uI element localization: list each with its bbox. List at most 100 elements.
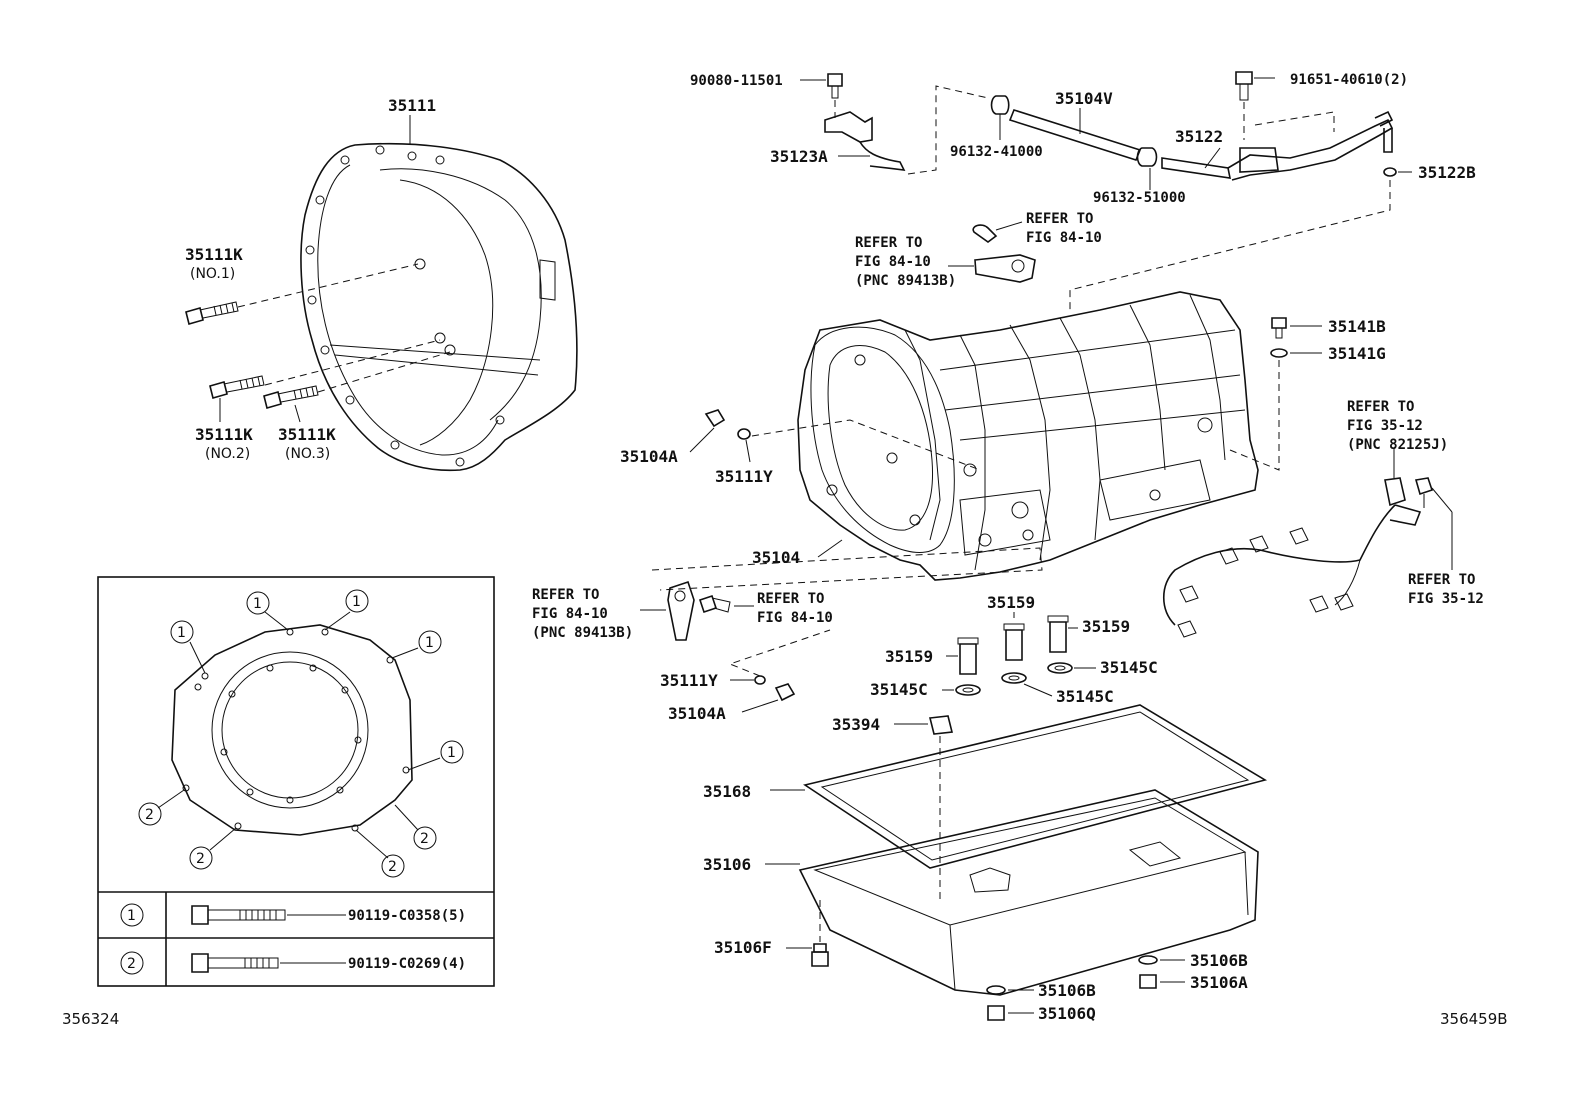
svg-text:2: 2: [388, 859, 397, 875]
label-35159-right: 35159: [1082, 617, 1130, 636]
ref-top-right-line2: FIG 84-10: [1026, 230, 1102, 246]
plug-35104a-lower: [774, 683, 796, 702]
washer-35145c-center: [1001, 672, 1027, 684]
gasket-35168: [803, 704, 1268, 869]
ref-harness-line1: REFER TO: [1408, 572, 1475, 588]
callout-circle-2-left: 2: [138, 802, 162, 826]
label-35106f: 35106F: [714, 938, 772, 957]
legend-row-1-part: 90119-C0358(5): [348, 908, 466, 924]
label-35123a: 35123A: [770, 147, 828, 166]
o-ring-35111y-lower: [754, 675, 766, 685]
label-35111y-upper: 35111Y: [715, 467, 773, 486]
label-35111k-no3-sub: (NO.3): [285, 446, 330, 462]
solenoid-35159-right: [1047, 615, 1069, 653]
label-35106: 35106: [703, 855, 751, 874]
label-96132-51000: 96132-51000: [1093, 190, 1186, 206]
tube-35122: [1161, 110, 1394, 181]
legend-row-1: 1 90119-C0358(5): [120, 903, 466, 927]
bolt-location-inset: 1 1 1 1 1 2 2 2: [97, 576, 495, 987]
callout-circle-2-bottom-left: 2: [189, 846, 213, 870]
washer-35106b-right: [1138, 955, 1158, 965]
washer-35141g: [1270, 348, 1288, 358]
label-35111k-no1: 35111K: [185, 245, 243, 264]
label-91651-40610: 91651-40610(2): [1290, 72, 1408, 88]
callout-circle-2-bottom: 2: [381, 854, 405, 878]
bolt-35111k-no3: [263, 385, 319, 409]
plug-35104a-upper: [704, 409, 726, 428]
ref-top-left-line3: (PNC 89413B): [855, 273, 956, 289]
sensor-lower: [667, 580, 695, 641]
label-35111k-no1-sub: (NO.1): [190, 266, 235, 282]
transmission-assembly-35104: [797, 291, 1259, 581]
hose-35104v: [1008, 109, 1142, 161]
label-35159-left: 35159: [885, 647, 933, 666]
svg-text:1: 1: [425, 635, 434, 651]
label-96132-41000: 96132-41000: [950, 144, 1043, 160]
svg-text:2: 2: [420, 831, 429, 847]
svg-text:2: 2: [196, 851, 205, 867]
clip-96132-51000: [1136, 147, 1158, 167]
washer-35145c-right: [1047, 662, 1073, 674]
transmission-housing-35111: [300, 142, 578, 472]
label-35111k-no3: 35111K: [278, 425, 336, 444]
label-35104a-upper: 35104A: [620, 447, 678, 466]
bolt-35106f: [811, 943, 829, 967]
ref-sensor-line2: FIG 35-12: [1347, 418, 1423, 434]
label-35122b: 35122B: [1418, 163, 1476, 182]
bolt-sensor: [1414, 477, 1434, 508]
bolt-90080-11501: [827, 73, 843, 99]
callout-circle-1-left: 1: [170, 620, 194, 644]
callout-circle-1-top-right: 1: [345, 589, 369, 613]
svg-text:1: 1: [253, 596, 262, 612]
bolt-35111k-no2: [209, 375, 265, 399]
label-35145c-center: 35145C: [1056, 687, 1114, 706]
washer-35145c-left: [955, 684, 981, 696]
ref-sensor-line3: (PNC 82125J): [1347, 437, 1448, 453]
o-ring-35111y-upper: [737, 428, 751, 440]
ref-bottom-right-line2: FIG 84-10: [757, 610, 833, 626]
corner-id-right: 356459B: [1440, 1010, 1508, 1028]
plug-35106a: [1139, 974, 1157, 989]
ref-bottom-left-line3: (PNC 89413B): [532, 625, 633, 641]
ref-bottom-left-line1: REFER TO: [532, 587, 599, 603]
ref-harness-line2: FIG 35-12: [1408, 591, 1484, 607]
wire-harness: [1163, 477, 1422, 638]
label-35159-center: 35159: [987, 593, 1035, 612]
solenoid-35159-left: [957, 637, 979, 675]
bolt-ref-lower: [698, 594, 731, 614]
svg-text:2: 2: [145, 807, 154, 823]
label-35111k-no2-sub: (NO.2): [205, 446, 250, 462]
label-35122: 35122: [1175, 127, 1223, 146]
callout-circle-1-top: 1: [246, 591, 270, 615]
ref-bottom-left-line2: FIG 84-10: [532, 606, 608, 622]
label-35106b-bottom: 35106B: [1038, 981, 1096, 1000]
sensor-top: [972, 224, 1036, 283]
bolt-91651-40610: [1235, 71, 1253, 101]
callout-circle-1-right: 1: [418, 630, 442, 654]
label-35111: 35111: [388, 96, 436, 115]
label-35145c-right: 35145C: [1100, 658, 1158, 677]
svg-text:1: 1: [177, 625, 186, 641]
bolt-35141b: [1271, 317, 1287, 339]
label-35111y-lower: 35111Y: [660, 671, 718, 690]
washer-35106b-bottom: [986, 985, 1006, 995]
label-35104: 35104: [752, 548, 800, 567]
corner-id-left: 356324: [62, 1010, 119, 1028]
svg-text:1: 1: [352, 594, 361, 610]
legend-row-2: 2 90119-C0269(4): [120, 951, 466, 975]
ref-sensor-line1: REFER TO: [1347, 399, 1414, 415]
label-35104a-lower: 35104A: [668, 704, 726, 723]
legend-row-2-part: 90119-C0269(4): [348, 956, 466, 972]
oil-pan-35106: [798, 789, 1259, 996]
ref-bottom-right-line1: REFER TO: [757, 591, 824, 607]
label-35141g: 35141G: [1328, 344, 1386, 363]
label-35106b-right: 35106B: [1190, 951, 1248, 970]
filter-35394: [929, 715, 953, 735]
label-35106q: 35106Q: [1038, 1004, 1096, 1023]
o-ring-35122b: [1383, 167, 1397, 177]
bolt-35111k-no1: [185, 301, 239, 325]
label-35111k-no2: 35111K: [195, 425, 253, 444]
callout-circle-2-bottom-right: 2: [413, 826, 437, 850]
label-35141b: 35141B: [1328, 317, 1386, 336]
